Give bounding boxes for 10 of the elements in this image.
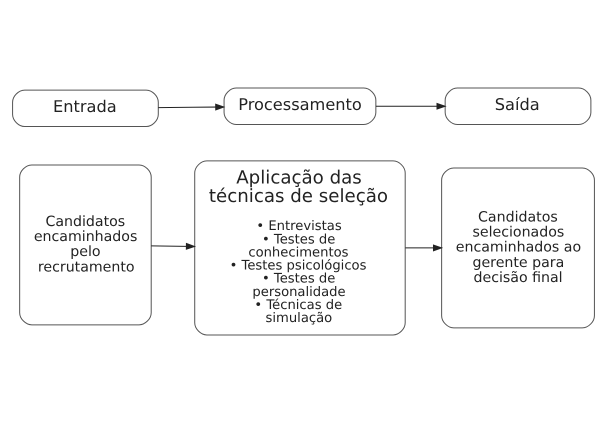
node-box: Candidatos selecionados encaminhados ao gerente para decisão final xyxy=(441,166,595,328)
arrow xyxy=(406,244,444,251)
node-box: Entrada xyxy=(12,89,159,126)
arrow xyxy=(151,242,196,250)
arrow xyxy=(376,102,447,110)
node-box: Candidatos encaminhados pelo recrutamento xyxy=(19,164,152,325)
node-box: Processamento xyxy=(224,87,376,124)
arrow xyxy=(158,103,226,110)
node-box: Aplicação das técnicas de seleção • Entrevistas • Testes de conhecimentos • Testes psicológicos • Testes de personalidade • Técnicas de simulação xyxy=(194,160,406,335)
node-box: Saída xyxy=(444,87,592,124)
